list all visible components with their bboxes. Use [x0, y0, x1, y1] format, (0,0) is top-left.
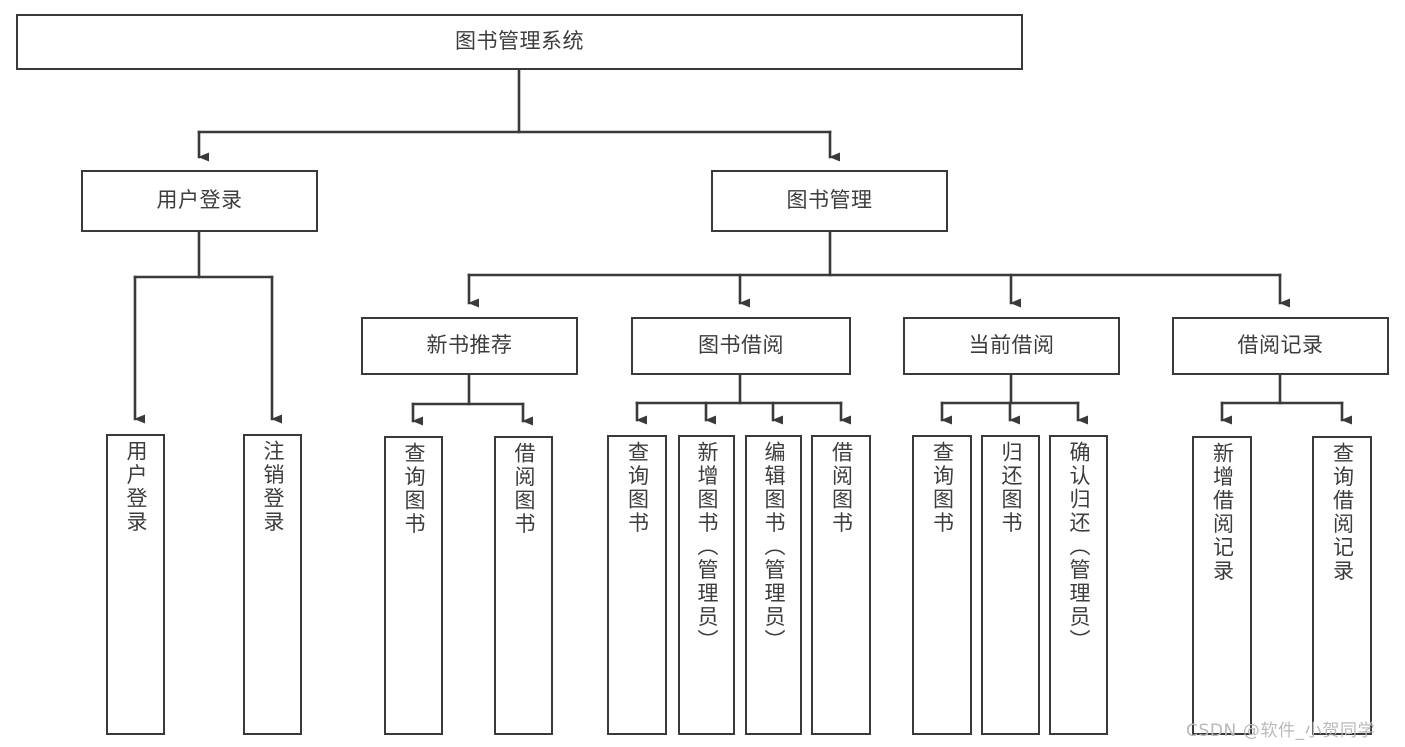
node-label: 新书推荐 [426, 333, 513, 358]
node-leaf-add-borrow-record[interactable]: 新增借阅记录 [1192, 436, 1252, 735]
node-label: 查询图书 [930, 441, 955, 535]
node-leaf-query-book-newbook[interactable]: 查询图书 [384, 436, 443, 735]
node-label: 图书借阅 [698, 333, 784, 358]
node-label: 新增借阅记录 [1210, 442, 1235, 583]
csdn-watermark: CSDN @软件_小贺同学 [1186, 721, 1376, 741]
node-label: 新增图书（管理员） [695, 441, 719, 653]
node-book-management[interactable]: 图书管理 [711, 170, 948, 232]
node-label: 注销登录 [261, 440, 285, 534]
node-label: 用户登录 [124, 440, 148, 534]
node-label: 图书管理 [786, 188, 873, 213]
node-leaf-confirm-return[interactable]: 确认归还（管理员） [1049, 435, 1108, 735]
node-label: 编辑图书（管理员） [762, 441, 786, 653]
node-label: 图书管理系统 [455, 29, 584, 54]
node-leaf-borrow-book-newbook[interactable]: 借阅图书 [494, 436, 553, 735]
node-label: 查询图书 [402, 442, 426, 536]
node-label: 确认归还（管理员） [1067, 441, 1091, 653]
node-leaf-user-login[interactable]: 用户登录 [106, 434, 165, 735]
node-label: 查询借阅记录 [1330, 442, 1355, 583]
node-current-borrow[interactable]: 当前借阅 [903, 317, 1120, 375]
node-leaf-user-logout[interactable]: 注销登录 [243, 434, 302, 735]
node-leaf-query-book-borrow[interactable]: 查询图书 [607, 435, 667, 735]
node-label: 归还图书 [999, 441, 1023, 535]
node-book-borrow[interactable]: 图书借阅 [631, 317, 851, 375]
node-borrow-records[interactable]: 借阅记录 [1172, 317, 1389, 375]
node-label: 用户登录 [156, 188, 243, 213]
node-label: 借阅记录 [1237, 333, 1324, 358]
node-leaf-add-book[interactable]: 新增图书（管理员） [678, 435, 735, 735]
node-new-book-recommend[interactable]: 新书推荐 [361, 317, 578, 375]
node-leaf-edit-book[interactable]: 编辑图书（管理员） [745, 435, 802, 735]
node-leaf-query-borrow-record[interactable]: 查询借阅记录 [1312, 436, 1372, 735]
node-label: 借阅图书 [512, 442, 536, 536]
node-leaf-borrow-book-borrow[interactable]: 借阅图书 [811, 435, 871, 735]
node-user-login[interactable]: 用户登录 [81, 170, 318, 232]
node-leaf-return-book[interactable]: 归还图书 [981, 435, 1040, 735]
node-leaf-query-book-current[interactable]: 查询图书 [912, 435, 972, 735]
node-root-system[interactable]: 图书管理系统 [16, 14, 1023, 70]
node-label: 查询图书 [625, 441, 650, 535]
node-label: 当前借阅 [968, 333, 1055, 358]
node-label: 借阅图书 [829, 441, 854, 535]
